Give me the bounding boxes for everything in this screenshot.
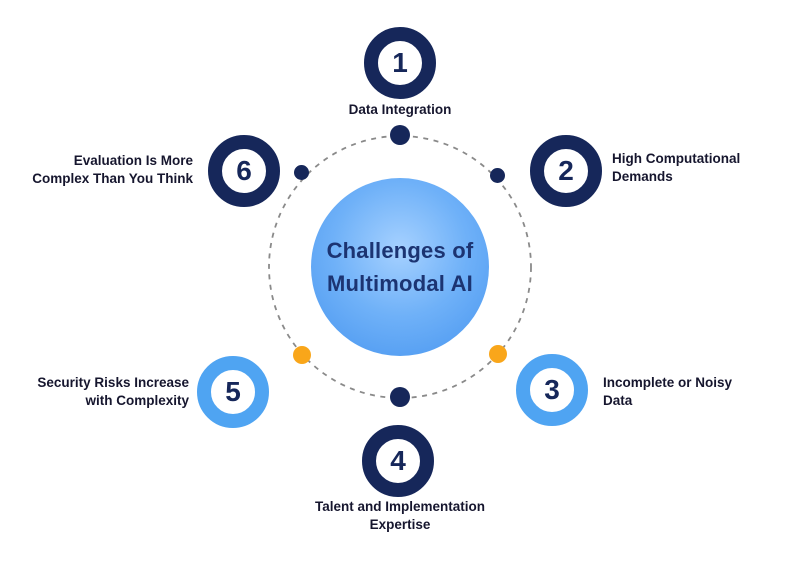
node-2-circle: 2: [530, 135, 602, 207]
label-line: Demands: [612, 169, 673, 184]
label-line: Data Integration: [348, 102, 452, 117]
label-line: Incomplete or Noisy: [603, 375, 733, 390]
node-6-number: 6: [236, 155, 252, 186]
node-2-number: 2: [558, 155, 574, 186]
title-line-2: Multimodal AI: [326, 271, 473, 296]
page-title: Challenges of Multimodal AI: [327, 234, 474, 300]
label-line: Expertise: [369, 517, 431, 532]
node-3-circle: 3: [516, 354, 588, 426]
node-3-label: Incomplete or Noisy Data: [603, 374, 778, 410]
orbit-dot-upper-right-icon: [490, 168, 505, 183]
node-6-circle: 6: [208, 135, 280, 207]
orbit-dot-lower-right-icon: [489, 345, 507, 363]
node-1-circle: 1: [364, 27, 436, 99]
node-2-label: High Computational Demands: [612, 150, 787, 186]
orbit-dot-top-icon: [390, 125, 410, 145]
label-line: with Complexity: [85, 393, 189, 408]
orbit-dot-bottom-icon: [390, 387, 410, 407]
node-1-label: Data Integration: [300, 101, 500, 119]
label-line: Security Risks Increase: [37, 375, 189, 390]
center-circle: Challenges of Multimodal AI: [311, 178, 489, 356]
label-line: Talent and Implementation: [314, 499, 485, 514]
node-5-label: Security Risks Increase with Complexity: [8, 374, 189, 410]
title-line-1: Challenges of: [326, 238, 474, 263]
node-5-circle: 5: [197, 356, 269, 428]
node-6-label: Evaluation Is More Complex Than You Thin…: [7, 152, 193, 188]
label-line: Evaluation Is More: [73, 153, 193, 168]
node-5-number: 5: [225, 376, 241, 407]
node-4-circle: 4: [362, 425, 434, 497]
label-line: Complex Than You Think: [32, 171, 193, 186]
node-4-label: Talent and Implementation Expertise: [260, 498, 540, 534]
orbit-dot-upper-left-icon: [294, 165, 309, 180]
node-1-number: 1: [392, 47, 408, 78]
node-4-number: 4: [390, 445, 406, 476]
orbit-dot-lower-left-icon: [293, 346, 311, 364]
label-line: Data: [603, 393, 633, 408]
node-3-number: 3: [544, 374, 560, 405]
label-line: High Computational: [612, 151, 741, 166]
